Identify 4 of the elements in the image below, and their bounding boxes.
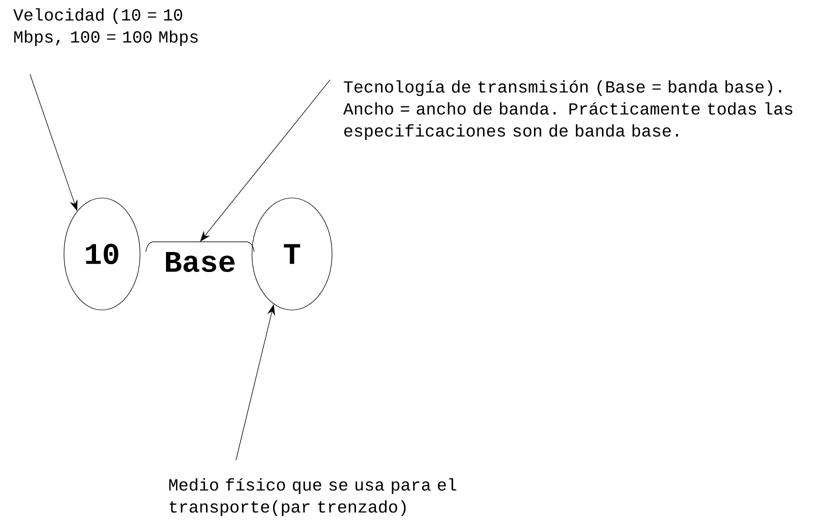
bracket-word: Base — [146, 242, 254, 272]
annotation-text: Tecnología de transmisión (Base = banda base). Ancho = ancho de banda. Prácticamente todas las especificaciones son de banda base. — [343, 80, 792, 140]
annotation-text: Medio físico que se usa para el transporte(par trenzado) — [169, 478, 456, 516]
annotation-text: Velocidad (10 = 10 Mbps, 100 = 100 Mbps — [13, 8, 198, 46]
